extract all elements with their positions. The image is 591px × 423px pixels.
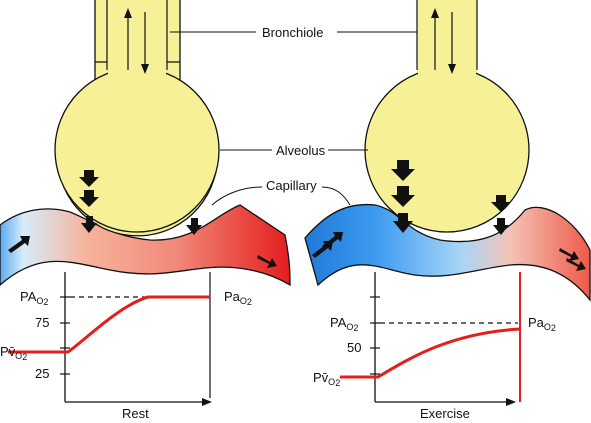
rest-po2-curve <box>8 295 210 354</box>
rest-pao2-label: PAO2 <box>20 289 48 307</box>
rest-alveolus-group <box>0 0 291 287</box>
bronchiole-label: Bronchiole <box>262 25 323 40</box>
exercise-o2-arrows <box>391 160 511 235</box>
exercise-pao2-label: PAO2 <box>330 315 358 333</box>
capillary-label: Capillary <box>266 178 317 193</box>
exercise-po2-curve <box>340 327 521 379</box>
exercise-graph: PAO2 50 Pv̄O2 PaO2 Exercise <box>313 272 556 421</box>
alveolus-label: Alveolus <box>276 143 326 158</box>
exercise-title: Exercise <box>420 406 470 421</box>
exercise-alveolus-group <box>304 0 591 302</box>
exercise-pvo2-label: Pv̄O2 <box>313 370 340 388</box>
rest-graph: PAO2 75 25 Pv̄O2 PaO2 Rest <box>0 272 252 421</box>
rest-pao2-right-label: PaO2 <box>224 289 252 307</box>
exercise-capillary <box>304 203 591 302</box>
exercise-tick-50: 50 <box>347 340 361 355</box>
rest-tick-25: 25 <box>35 366 49 381</box>
exercise-pao2-right-label: PaO2 <box>528 315 556 333</box>
rest-tick-75: 75 <box>35 315 49 330</box>
rest-pvo2-label: Pv̄O2 <box>0 344 27 362</box>
rest-title: Rest <box>122 406 149 421</box>
rest-o2-arrows <box>79 170 202 235</box>
